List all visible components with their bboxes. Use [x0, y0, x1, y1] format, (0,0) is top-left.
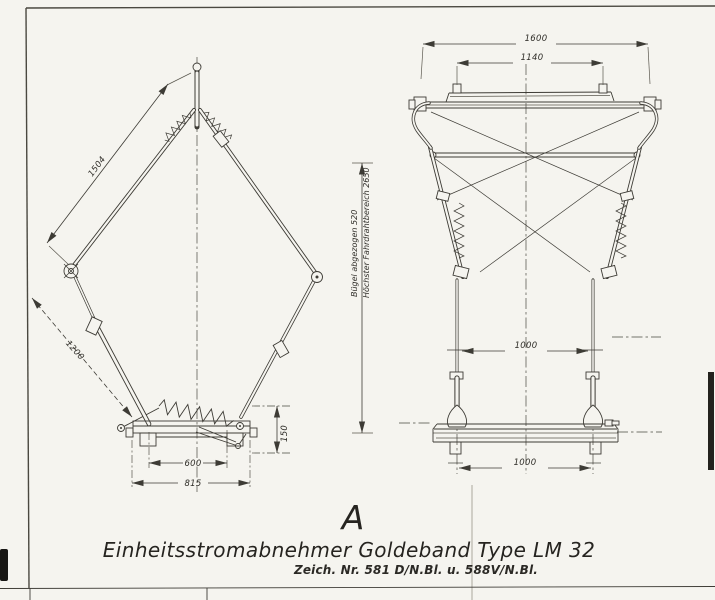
side-view-drawing: 1504 1200 600 815 150 Bügel abgezogen 52…: [31, 57, 373, 492]
side-view-dimensions: 1504 1200 600 815 150 Bügel abgezogen 52…: [31, 72, 373, 489]
dim-base-bolt-spacing-label: 1000: [514, 458, 537, 468]
scan-artifact-right-edge: [708, 372, 714, 470]
dim-pan-overall-label: 1600: [525, 34, 548, 44]
dim-base-outer-label: 815: [184, 479, 201, 489]
dim-pan-straight-label: 1140: [521, 53, 544, 63]
scan-artifact-left-edge: [0, 549, 8, 581]
title-block: A Einheitsstromabnehmer Goldeband Type L…: [0, 485, 715, 600]
dim-base-inner-label: 600: [184, 459, 201, 469]
drawing-frame: [25, 5, 715, 589]
front-view-dimensions: 1600 1140 1000 1000: [420, 34, 651, 472]
drawing-title: Einheitsstromabnehmer Goldeband Type LM …: [103, 538, 596, 562]
section-letter: A: [340, 498, 365, 537]
front-view-drawing: 1600 1140 1000 1000: [399, 34, 662, 474]
drawing-number: Zeich. Nr. 581 D/N.Bl. u. 588V/N.Bl.: [293, 563, 538, 577]
note-bugel-label: Bügel abgezogen 520: [350, 210, 359, 297]
dim-base-height-label: 150: [280, 425, 290, 442]
dim-lower-arm-label: 1200: [63, 339, 86, 363]
note-fahrdraht-label: Höchster Fahrdrahtbereich 2650: [362, 167, 371, 298]
dim-arm-spacing-label: 1000: [515, 341, 538, 351]
